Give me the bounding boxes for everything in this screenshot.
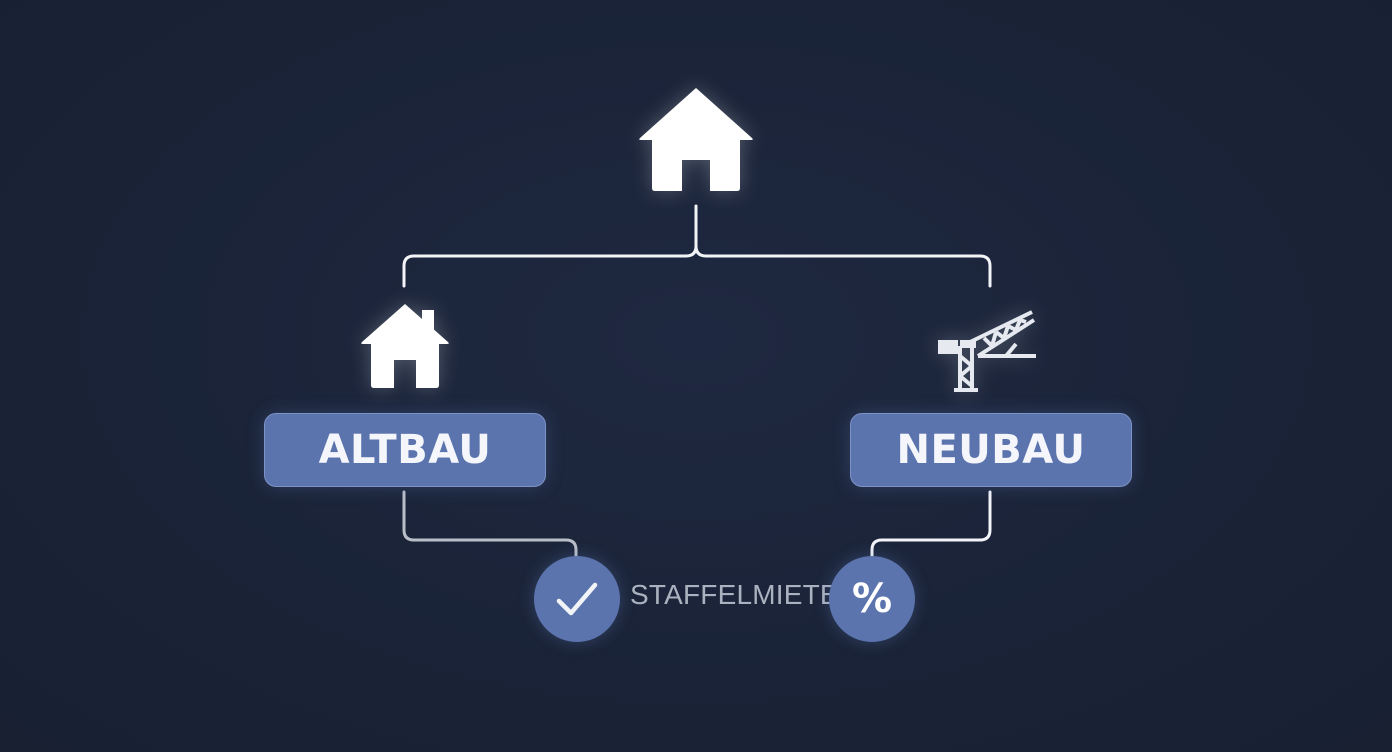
connector-top-right: [694, 244, 992, 288]
check-badge: [534, 556, 620, 642]
construction-crane-icon: [938, 310, 1036, 392]
percent-sign: %: [851, 576, 893, 622]
neubau-box: NEUBAU: [850, 413, 1132, 487]
connector-altbau: [402, 490, 578, 558]
connector-top-stem: [402, 204, 698, 288]
staffelmiete-label: STAFFELMIETE: [630, 579, 839, 610]
percent-badge: %: [829, 556, 915, 642]
checkmark-icon: [556, 582, 598, 616]
altbau-box: ALTBAU: [264, 413, 546, 487]
house-icon: [639, 88, 753, 191]
neubau-label: NEUBAU: [896, 427, 1086, 473]
connector-neubau: [870, 490, 992, 558]
altbau-label: ALTBAU: [318, 427, 492, 473]
house-with-chimney-icon: [361, 304, 449, 388]
